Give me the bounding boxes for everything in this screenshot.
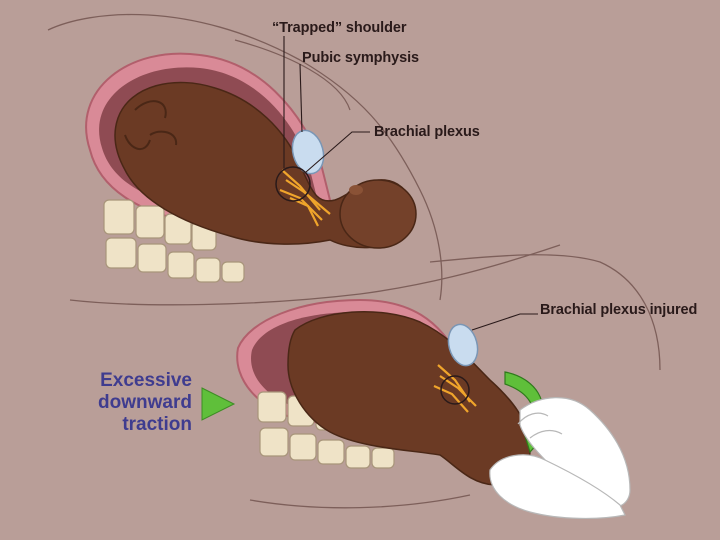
gloved-hands (489, 397, 631, 520)
abdomen-outline-top (234, 39, 351, 111)
brachial-plexus-injured-label: Brachial plexus injured (540, 302, 698, 318)
infant-ear-top (349, 185, 363, 195)
brachial-plexus-circle-top (275, 166, 311, 202)
maternal-body-outline-bottom (429, 254, 661, 371)
callout-line-3: traction (122, 414, 192, 435)
spine-top (103, 199, 245, 283)
leader-line-bottom (471, 313, 538, 331)
triangle-right-icon (201, 387, 236, 421)
excessive-downward-traction-callout: Excessive downward traction (80, 370, 192, 436)
top-panel (47, 13, 561, 306)
maternal-back-outline-top (69, 244, 561, 306)
brachial-plexus-label: Brachial plexus (374, 124, 480, 140)
infant-head-top (339, 179, 417, 249)
trapped-shoulder-label: “Trapped” shoulder (272, 20, 407, 36)
leader-lines-top (283, 36, 370, 173)
infant-limbs-top (124, 100, 178, 150)
pubic-symphysis-bottom (447, 323, 479, 367)
maternal-body-outline-top (47, 13, 443, 301)
maternal-back-outline-bottom (249, 494, 471, 509)
bottom-panel (236, 254, 661, 520)
callout-line-2: downward (98, 392, 192, 413)
brachial-plexus-circle-bottom (440, 375, 470, 405)
callout-line-1: Excessive (100, 370, 192, 391)
pubic-symphysis-label: Pubic symphysis (302, 50, 419, 66)
